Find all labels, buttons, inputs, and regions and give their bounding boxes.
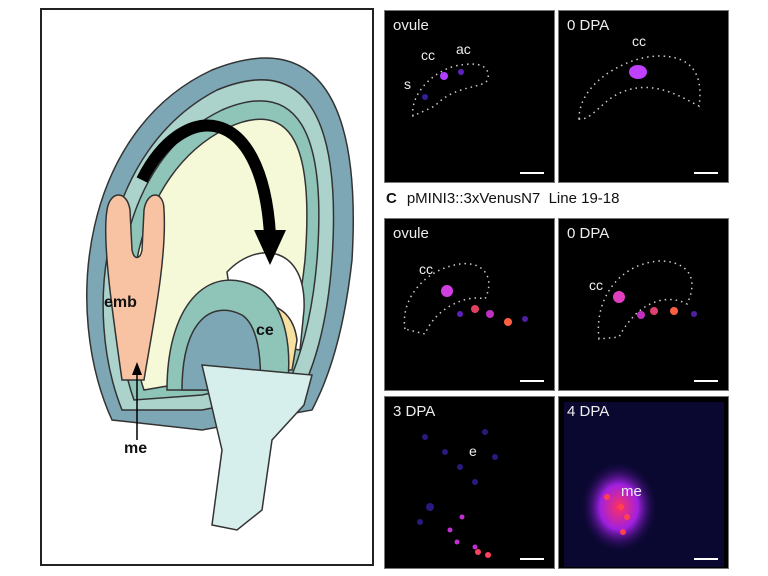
label-s: s	[404, 76, 411, 92]
panel-3dpa: 3 DPA e	[384, 396, 555, 569]
label-me: me	[621, 483, 642, 500]
seed-diagram: emb ce me	[40, 8, 374, 566]
label-ce: ce	[256, 322, 274, 339]
panel-title: 3 DPA	[393, 403, 436, 420]
panel-title: 0 DPA	[567, 225, 610, 242]
scale-bar	[694, 380, 718, 382]
scale-bar	[520, 558, 544, 560]
panel-title: 4 DPA	[567, 403, 610, 420]
panel-title: ovule	[393, 225, 429, 242]
panel-title: 0 DPA	[567, 17, 610, 34]
panel-letter: C	[386, 190, 397, 207]
label-cc: cc	[421, 47, 435, 63]
scale-bar	[694, 172, 718, 174]
label-emb: emb	[104, 294, 137, 311]
label-cc: cc	[632, 33, 646, 49]
panel-0dpa-top: 0 DPA cc	[558, 10, 729, 183]
scale-bar	[520, 380, 544, 382]
seed-illustration	[86, 57, 354, 531]
panel-0dpa-c: 0 DPA cc	[558, 218, 729, 391]
scale-bar	[520, 172, 544, 174]
label-cc: cc	[419, 261, 433, 277]
scale-bar	[694, 558, 718, 560]
panel-4dpa: 4 DPA me	[558, 396, 729, 569]
label-e: e	[469, 443, 477, 459]
label-cc: cc	[589, 277, 603, 293]
construct-name: pMINI3::3xVenusN7	[406, 190, 541, 207]
panel-title: ovule	[393, 17, 429, 34]
panel-ovule-c: ovule cc	[384, 218, 555, 391]
label-ac: ac	[456, 41, 471, 57]
panel-ovule-top: ovule cc ac s	[384, 10, 555, 183]
label-me: me	[124, 440, 148, 457]
line-name: Line 19-18	[548, 190, 620, 207]
